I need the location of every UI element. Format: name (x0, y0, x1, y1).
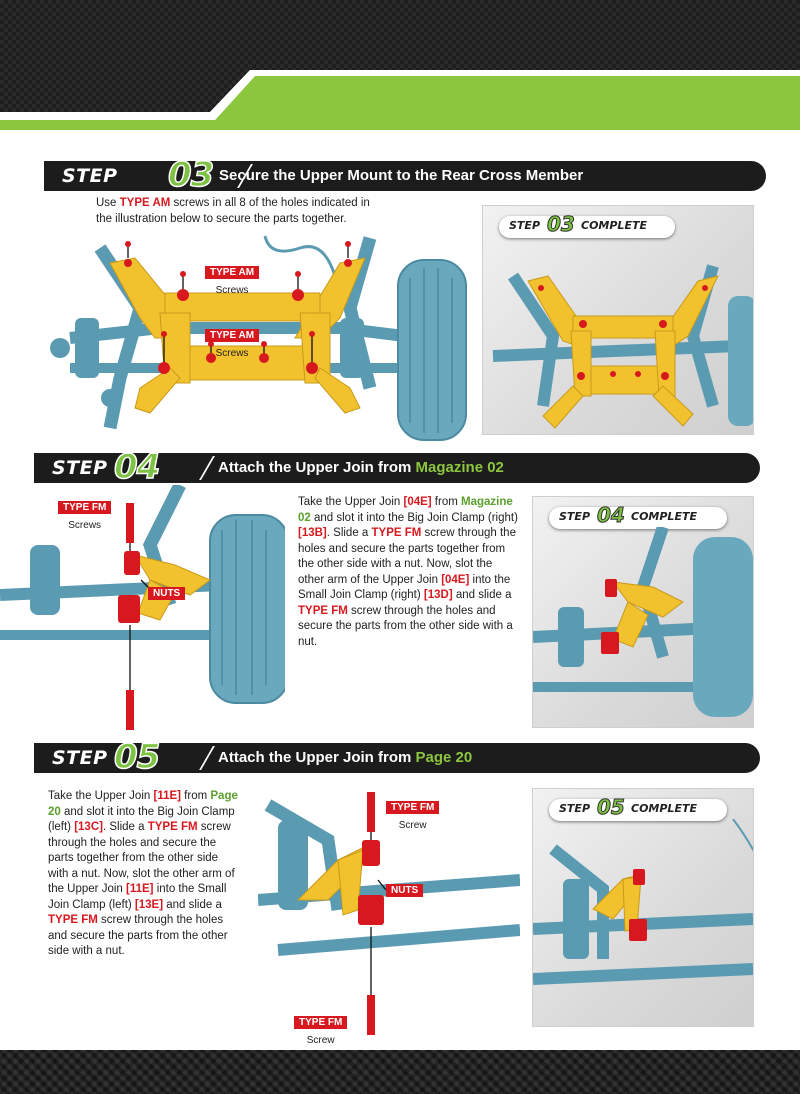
step04-complete-illustration (533, 527, 753, 717)
step05-complete-badge: STEP 05 COMPLETE (549, 795, 727, 821)
step05-complete-illustration (533, 819, 753, 985)
complete-step-number: 05 (597, 795, 626, 820)
step04-complete-panel: STEP 04 COMPLETE (532, 496, 754, 728)
screws-label: Screws (215, 348, 249, 359)
step03-text: Use (96, 197, 120, 209)
complete-step-word: STEP (559, 510, 591, 523)
complete-word: COMPLETE (581, 219, 647, 232)
step05-title-highlight: Page 20 (415, 749, 473, 766)
step03-step-word: STEP (62, 165, 118, 187)
screw-label: Screw (398, 820, 427, 831)
bottom-banner (0, 1050, 800, 1094)
step03-assembly-illustration (50, 235, 467, 441)
complete-step-number: 04 (597, 503, 626, 528)
step03-instructions: Use TYPE AM screws in all 8 of the holes… (96, 196, 386, 227)
step05-step-number: 05 (113, 736, 161, 778)
complete-word: COMPLETE (631, 802, 697, 815)
step03-complete-illustration (492, 264, 753, 429)
type-fm-tag: TYPE FM (386, 801, 440, 814)
step03-label-type-am-lower: TYPE AM Screws (205, 325, 260, 361)
step04-title-main: Attach the Upper Join from (218, 459, 416, 476)
step03-step-number: 03 (167, 154, 215, 196)
complete-step-number: 03 (547, 212, 576, 237)
step04-step-word: STEP (52, 457, 108, 479)
step05-title-main: Attach the Upper Join from (218, 749, 416, 766)
step05-label-type-fm-top: TYPE FM Screw (386, 797, 440, 833)
step05-complete-panel: STEP 05 COMPLETE (532, 788, 754, 1027)
screws-label: Screws (215, 285, 249, 296)
nuts-tag: NUTS (386, 884, 424, 897)
type-am-tag: TYPE AM (205, 329, 260, 342)
nuts-tag: NUTS (148, 587, 186, 600)
complete-step-word: STEP (509, 219, 541, 232)
step04-step-number: 04 (113, 446, 161, 488)
complete-step-word: STEP (559, 802, 591, 815)
screws-label: Screws (68, 520, 102, 531)
step04-label-type-fm: TYPE FM Screws (58, 497, 112, 533)
step05-title: Attach the Upper Join from Page 20 (218, 749, 472, 766)
step04-complete-badge: STEP 04 COMPLETE (549, 503, 727, 529)
step04-header-bar: STEP 04 Attach the Upper Join from Magaz… (34, 446, 760, 488)
step03-complete-badge: STEP 03 COMPLETE (499, 212, 675, 238)
step03-title: Secure the Upper Mount to the Rear Cross… (219, 167, 584, 184)
step04-label-nuts: NUTS (148, 583, 186, 601)
step03-label-type-am-upper: TYPE AM Screws (205, 262, 260, 298)
complete-word: COMPLETE (631, 510, 697, 523)
step05-header-bar: STEP 05 Attach the Upper Join from Page … (34, 736, 760, 778)
step04-instructions: Take the Upper Join [04E] from Magazine … (298, 496, 518, 648)
type-fm-tag: TYPE FM (58, 501, 112, 514)
step05-label-type-fm-bottom: TYPE FM Screw (294, 1012, 348, 1048)
step03-header-bar: STEP 03 Secure the Upper Mount to the Re… (44, 154, 766, 196)
step04-assembly-illustration (0, 485, 285, 730)
step05-step-word: STEP (52, 747, 108, 769)
step05-label-nuts: NUTS (386, 880, 424, 898)
step03-type-am: TYPE AM (119, 197, 171, 209)
type-am-tag: TYPE AM (205, 266, 260, 279)
step03-complete-panel: STEP 03 COMPLETE (482, 205, 754, 435)
step04-slash-divider (199, 456, 215, 480)
top-banner-graphic (0, 0, 800, 130)
step05-slash-divider (199, 746, 215, 770)
step03-text-rest: screws in all 8 of the holes indicated i… (96, 197, 370, 225)
step05-instructions: Take the Upper Join [11E] from Page 20 a… (48, 790, 238, 957)
type-fm-tag: TYPE FM (294, 1016, 348, 1029)
screw-label: Screw (306, 1035, 335, 1046)
top-banner (0, 0, 800, 148)
step04-title: Attach the Upper Join from Magazine 02 (218, 459, 504, 476)
step04-title-highlight: Magazine 02 (415, 459, 504, 476)
